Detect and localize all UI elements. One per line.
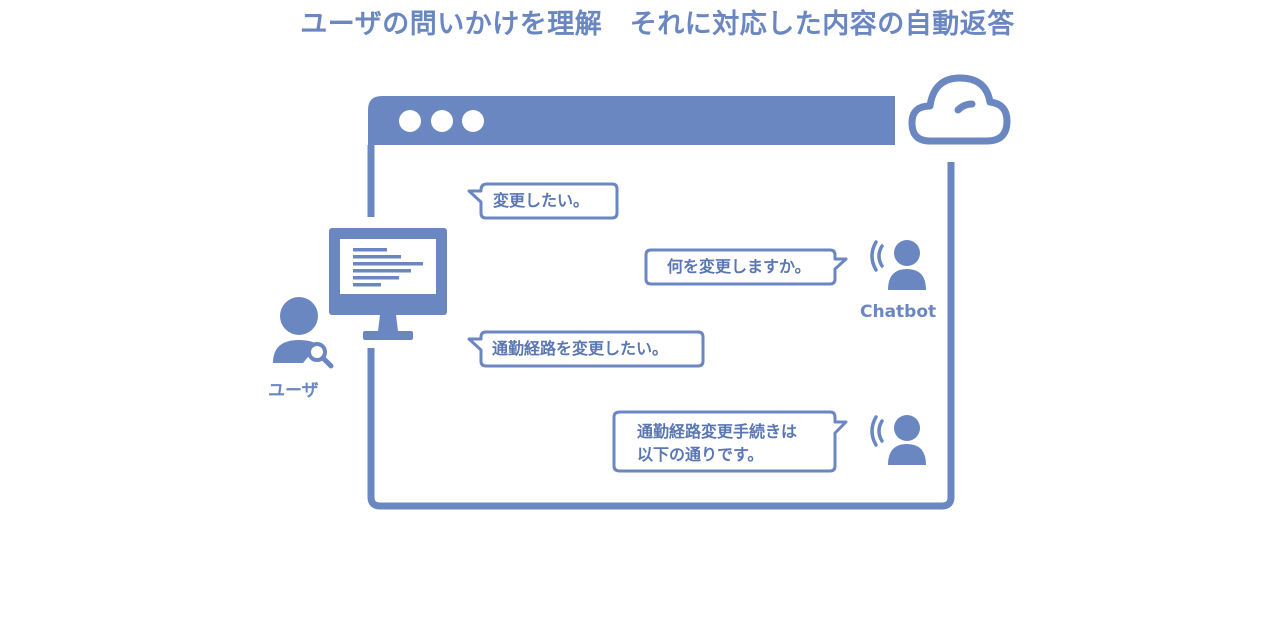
window-dot-1 bbox=[399, 110, 421, 132]
message-bot-1: 何を変更しますか。 bbox=[667, 257, 811, 276]
chatbot-avatar-icon-2 bbox=[870, 415, 926, 465]
browser-window bbox=[367, 96, 955, 510]
bubble-user-2 bbox=[467, 330, 705, 368]
message-bot-2-line-2: 以下の通りです。 bbox=[637, 445, 764, 464]
bubble-bot-2 bbox=[612, 410, 848, 473]
window-dot-3 bbox=[462, 110, 484, 132]
chatbot-label: Chatbot bbox=[860, 302, 937, 322]
window-title-bar bbox=[368, 96, 895, 145]
user-label: ユーザ bbox=[268, 381, 319, 401]
chatbot-avatar-icon bbox=[870, 240, 926, 290]
page-title: ユーザの問いかけを理解 それに対応した内容の自動返答 bbox=[300, 9, 1015, 40]
computer-monitor-icon bbox=[329, 228, 447, 340]
bubble-bot-1 bbox=[644, 248, 848, 286]
message-user-2: 通勤経路を変更したい。 bbox=[492, 339, 669, 358]
window-dot-2 bbox=[431, 110, 453, 132]
message-user-1: 変更したい。 bbox=[493, 191, 590, 210]
message-bot-2-line-1: 通勤経路変更手続きは bbox=[637, 422, 798, 441]
window-border bbox=[367, 162, 955, 510]
bubble-user-1 bbox=[467, 182, 619, 220]
user-search-icon bbox=[273, 297, 334, 369]
cloud-icon bbox=[908, 74, 1011, 145]
